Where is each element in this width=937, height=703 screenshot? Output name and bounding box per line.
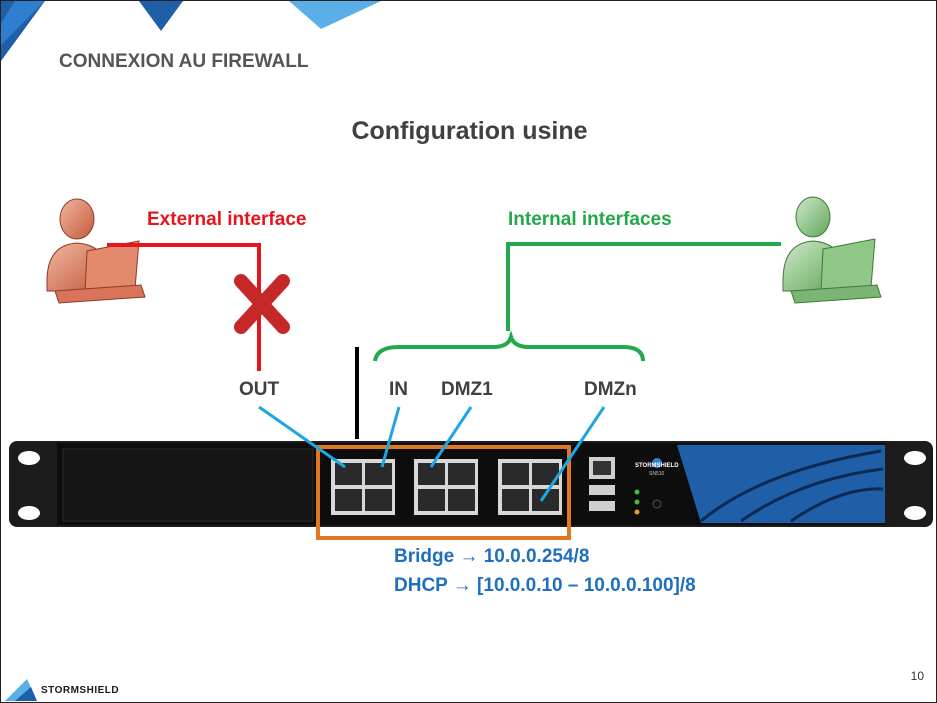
user-internal-icon — [782, 196, 882, 304]
dhcp-range: DHCP → [10.0.0.10 – 10.0.0.100]/8 — [394, 575, 696, 596]
port-group-1 — [331, 459, 395, 515]
port-label-out: OUT — [239, 379, 280, 400]
port-group-2 — [414, 459, 478, 515]
section-title: CONNEXION AU FIREWALL — [59, 51, 309, 72]
external-interface-label: External interface — [147, 209, 307, 230]
slide-title: Configuration usine — [351, 117, 588, 145]
port-label-dmzn: DMZn — [584, 379, 637, 400]
port-pointers — [258, 405, 606, 502]
footer-brand: STORMSHIELD — [41, 685, 120, 696]
user-external-icon — [46, 198, 146, 304]
internal-link — [373, 242, 781, 362]
port-label-dmz1: DMZ1 — [441, 379, 493, 400]
port-label-in: IN — [389, 379, 408, 400]
header-decoration — [1, 1, 381, 61]
port-group-3 — [498, 459, 562, 515]
device-brand: STORMSHIELD — [635, 463, 679, 469]
page-number: 10 — [910, 669, 924, 683]
bridge-address: Bridge → 10.0.0.254/8 — [394, 546, 590, 567]
external-link — [107, 243, 261, 371]
internal-interfaces-label: Internal interfaces — [508, 209, 672, 230]
firewall-appliance — [9, 441, 933, 527]
device-model: SN510 — [649, 471, 665, 477]
blocked-x-icon — [234, 274, 290, 334]
footer-logo-icon — [5, 679, 37, 701]
